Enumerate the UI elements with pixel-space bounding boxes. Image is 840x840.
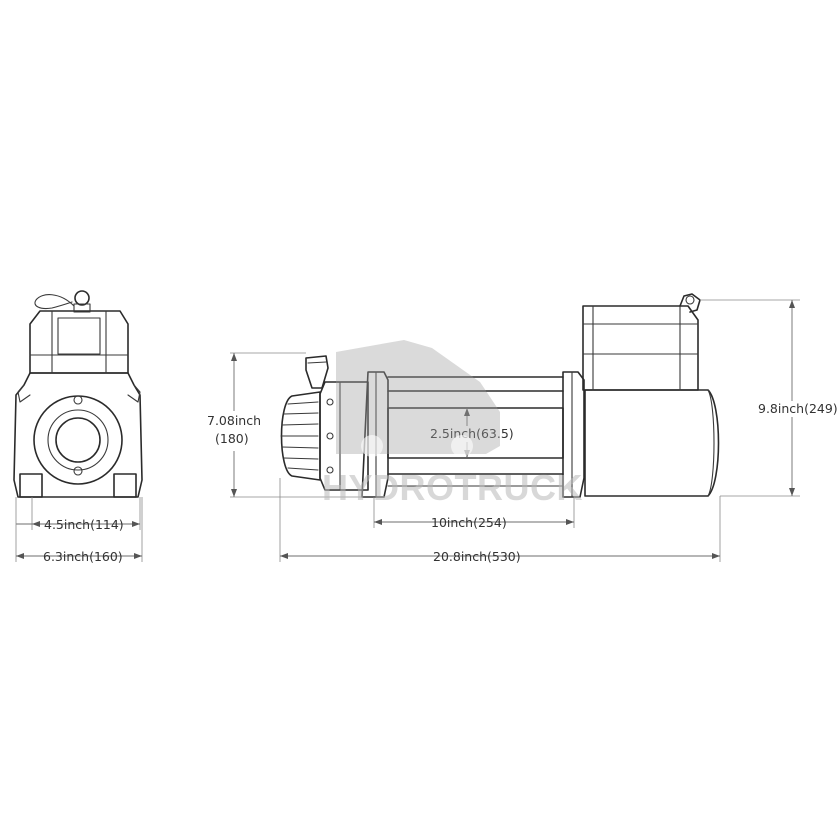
side-control-box xyxy=(582,305,699,391)
front-wire-loop xyxy=(34,294,75,310)
motor-body xyxy=(584,389,720,497)
front-foot-right xyxy=(113,473,137,498)
gearbox-bolt-3 xyxy=(326,466,334,474)
drum xyxy=(387,407,564,459)
dim-bolt-spacing: 10inch(254) xyxy=(431,515,507,530)
front-bolt-top xyxy=(73,395,83,405)
dim-drum-height-line2: (180) xyxy=(215,431,249,446)
gearbox-bolt-1 xyxy=(326,398,334,406)
front-view: 4.5inch(114) 6.3inch(160) xyxy=(13,290,143,564)
gearbox-bolt-2 xyxy=(326,432,334,440)
side-connector xyxy=(679,293,701,313)
front-drum-hub xyxy=(55,417,101,463)
front-drum-outer xyxy=(33,395,123,485)
dim-front-inner-width: 4.5inch(114) xyxy=(44,517,124,532)
front-left-ear xyxy=(17,384,31,403)
front-foot-left xyxy=(19,473,43,498)
right-end-plate xyxy=(562,371,585,498)
dim-overall-height: 9.8inch(249) xyxy=(758,401,838,416)
watermark-text: HYDROTRUCK xyxy=(322,467,583,508)
dim-overall-length: 20.8inch(530) xyxy=(433,549,521,564)
end-cap-ribs xyxy=(280,401,319,471)
dim-drum-height-line1: 7.08inch xyxy=(207,413,261,428)
front-bolt-bottom xyxy=(73,466,83,476)
front-housing xyxy=(13,372,143,498)
dim-front-outer-width: 6.3inch(160) xyxy=(43,549,123,564)
dim-drum-diameter: 2.5inch(63.5) xyxy=(430,426,514,441)
clutch-lever xyxy=(305,355,329,389)
front-box-panel xyxy=(57,317,101,355)
side-view: 7.08inch (180) 2.5inch(63.5) 10inch(254)… xyxy=(206,293,838,564)
front-right-ear xyxy=(127,384,141,403)
front-control-box xyxy=(29,310,129,374)
watermark: HYDROTRUCK xyxy=(322,340,583,508)
side-connector-cap xyxy=(685,295,695,305)
ribbed-end-cap xyxy=(280,391,321,481)
truck-logo-icon xyxy=(336,340,500,457)
front-drum-ring xyxy=(47,409,109,471)
front-connector-cap xyxy=(74,290,90,306)
front-connector-base xyxy=(73,303,91,313)
motor-end-cap xyxy=(707,389,715,497)
